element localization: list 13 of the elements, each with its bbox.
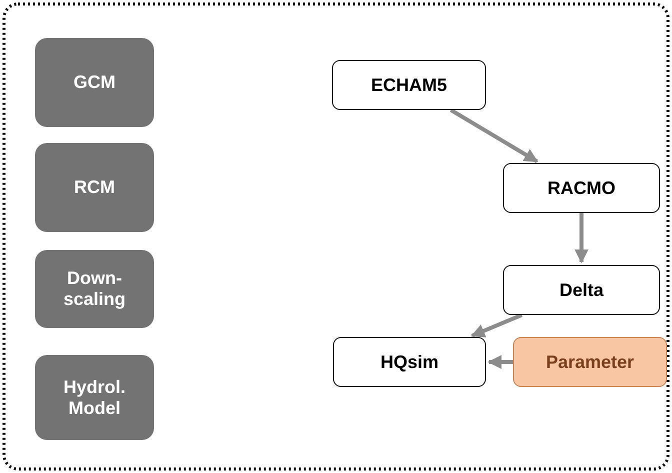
arrow — [450, 108, 538, 164]
stage-box: Hydrol. Model — [35, 355, 154, 440]
stage-box: GCM — [35, 38, 154, 127]
stage-box: Down- scaling — [35, 250, 154, 328]
arrow — [470, 313, 523, 338]
stage-box: RCM — [35, 143, 154, 232]
process-box: RACMO — [503, 163, 660, 213]
process-box: ECHAM5 — [332, 60, 486, 110]
input-box: Parameter — [513, 337, 667, 387]
arrow — [488, 355, 513, 369]
process-box: Delta — [503, 265, 660, 315]
arrow — [574, 213, 588, 264]
process-box: HQsim — [333, 337, 486, 387]
